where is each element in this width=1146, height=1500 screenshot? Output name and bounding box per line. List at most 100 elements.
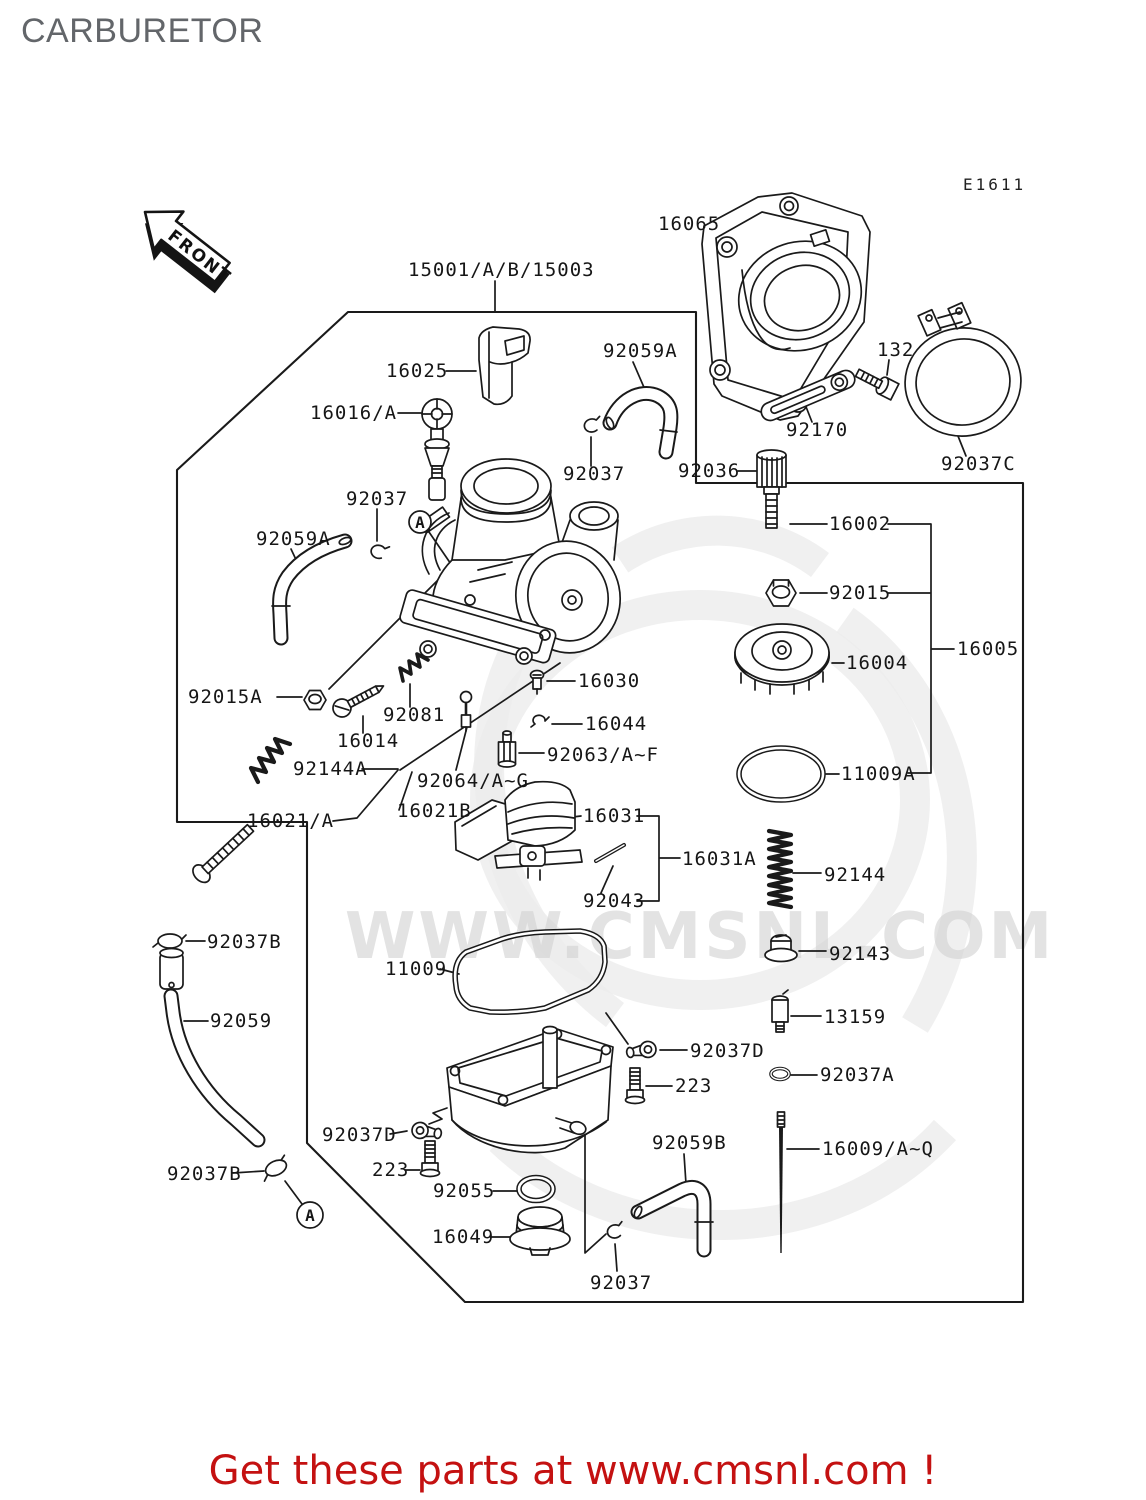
page-title: CARBURETOR <box>21 12 264 50</box>
oring-11009A-inner <box>737 746 825 802</box>
nut-92015A-art <box>303 689 327 711</box>
part-label-92037: 92037 <box>590 1272 652 1294</box>
part-label-16049: 16049 <box>432 1226 494 1248</box>
part-label-11009: 11009 <box>385 958 447 980</box>
part-label-16005: 16005 <box>957 638 1019 660</box>
seat-92143-art <box>764 934 798 963</box>
clip-92037-top-art <box>583 415 601 433</box>
tube-92059A-left-art <box>271 533 353 646</box>
front-arrow-icon: FRONT <box>143 210 235 294</box>
part-label-16031A: 16031A <box>682 848 757 870</box>
part-label-13159: 13159 <box>824 1006 886 1028</box>
part-label-92081: 92081 <box>383 704 445 726</box>
manifold-16065-art <box>701 192 871 421</box>
part-label-92143: 92143 <box>829 943 891 965</box>
part-label-16021-A: 16021/A <box>247 810 334 832</box>
adjuster-16002-art <box>756 449 787 529</box>
diagram-code: E1611 <box>963 175 1026 194</box>
part-label-16002: 16002 <box>829 513 891 535</box>
part-label-92170: 92170 <box>786 419 848 441</box>
watermark-text: WWW.CMSNL.COM <box>345 900 1055 974</box>
clip-92037B-top-art <box>152 933 187 949</box>
valve-13159-art <box>771 989 789 1033</box>
oring-92055-inner <box>517 1176 555 1202</box>
screw-16021-art <box>192 823 255 884</box>
clip-92037-left-art <box>370 544 391 560</box>
part-label-92036: 92036 <box>678 460 740 482</box>
part-label-92015A: 92015A <box>188 686 263 708</box>
clamp-92037C-art <box>904 301 1022 437</box>
part-label-16044: 16044 <box>585 713 647 735</box>
tube-92059-art <box>159 947 266 1148</box>
part-label-92059A: 92059A <box>256 528 331 550</box>
part-label-92059A: 92059A <box>603 340 678 362</box>
part-labels: 1606515001/A/B/150031602516016/A92059A92… <box>167 213 1019 1294</box>
float-bowl-art <box>446 1025 614 1154</box>
diagram-outline <box>175 310 1025 1304</box>
part-label-92059: 92059 <box>210 1010 272 1032</box>
jet-92064-art <box>459 690 473 732</box>
slide-16025-art <box>478 326 531 406</box>
cap-16004-art <box>734 623 830 695</box>
bolt-223-left-art <box>419 1140 441 1178</box>
detail-marker-label: A <box>415 513 425 532</box>
part-label-92063-A-F: 92063/A~F <box>547 744 659 766</box>
part-label-16016-A: 16016/A <box>310 402 397 424</box>
part-label-92064-A-G: 92064/A~G <box>417 770 529 792</box>
spring-92081-art <box>398 652 430 683</box>
part-label-92037D: 92037D <box>690 1040 765 1062</box>
plug-16049-art <box>509 1206 571 1256</box>
clip-92037B-bottom-art <box>263 1154 288 1182</box>
float-16031-art <box>454 780 583 881</box>
nut-92015-art <box>765 579 797 607</box>
part-label-16004: 16004 <box>846 652 908 674</box>
watermark: WWW.CMSNL.COM <box>345 515 1055 1240</box>
part-label-92037: 92037 <box>346 488 408 510</box>
part-label-92037C: 92037C <box>941 453 1016 475</box>
bolt-132-art <box>854 368 900 401</box>
detail-marker-label: A <box>305 1206 315 1225</box>
part-label-16009-A-Q: 16009/A~Q <box>822 1138 934 1160</box>
part-label-223: 223 <box>372 1159 409 1181</box>
part-label-11009A: 11009A <box>841 763 916 785</box>
part-label-92037B: 92037B <box>167 1163 242 1185</box>
part-label-16065: 16065 <box>658 213 720 235</box>
footer-promo-text: Get these parts at www.cmsnl.com ! <box>208 1448 938 1494</box>
detail-marker-circle <box>296 1201 324 1229</box>
valve-16016-art <box>421 398 453 501</box>
part-label-223: 223 <box>675 1075 712 1097</box>
clip-16044-art <box>530 714 550 728</box>
part-label-132: 132 <box>877 339 914 361</box>
bolt-223-right-art <box>624 1067 646 1105</box>
oring-92037A-inner <box>770 1067 790 1081</box>
part-label-92059B: 92059B <box>652 1132 727 1154</box>
tube-92059B-art <box>630 1179 714 1258</box>
part-label-92055: 92055 <box>433 1180 495 1202</box>
part-label-16014: 16014 <box>337 730 399 752</box>
terminal-92037D-left-art <box>411 1121 443 1140</box>
stay-92170-art <box>760 369 856 422</box>
terminal-92037D-right-art <box>625 1040 657 1059</box>
part-label-92037: 92037 <box>563 463 625 485</box>
spring-92144-art <box>766 828 794 910</box>
part-label-92144: 92144 <box>824 864 886 886</box>
spring-92144A-art <box>248 736 293 785</box>
part-label-16021B: 16021B <box>397 800 472 822</box>
detail-marker-circle <box>408 510 432 534</box>
part-label-92043: 92043 <box>583 890 645 912</box>
part-label-92015: 92015 <box>829 582 891 604</box>
needle-16009-art <box>776 1111 786 1253</box>
jet-92063-art <box>497 730 517 768</box>
tube-92059A-top-art <box>602 386 679 460</box>
part-label-15001-A-B-15003: 15001/A/B/15003 <box>408 259 595 281</box>
pin-92043-art <box>594 843 626 863</box>
part-label-16025: 16025 <box>386 360 448 382</box>
part-label-16031: 16031 <box>583 805 645 827</box>
carburetor-body-art <box>399 458 622 665</box>
gasket-11009-art <box>452 928 608 1015</box>
part-label-92037B: 92037B <box>207 931 282 953</box>
part-label-16030: 16030 <box>578 670 640 692</box>
screw-16030-art <box>529 669 545 695</box>
